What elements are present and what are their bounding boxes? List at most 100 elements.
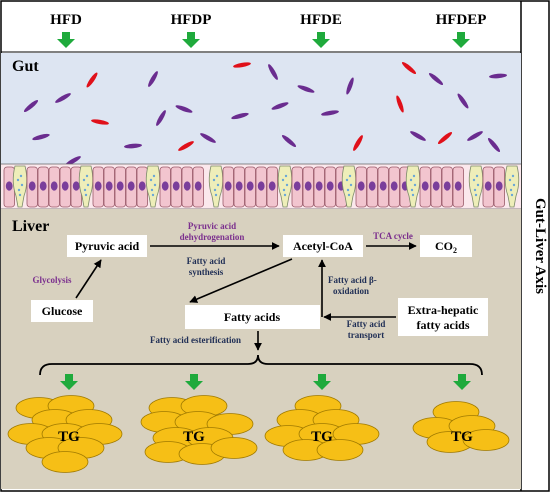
mucin-granule [152,174,156,178]
bacterium-purple [156,110,166,126]
cell-nucleus [116,181,124,191]
glucose-label: Glucose [42,304,83,318]
bacterium-purple [175,105,193,113]
mucin-granule [84,193,88,197]
goblet-cell [405,165,421,208]
mucin-granule [284,174,288,178]
mucin-granule [283,193,287,197]
beta-oxidation-line2: oxidation [333,286,369,296]
mucin-granule [474,193,478,197]
mucin-granule [410,188,414,192]
cell-nucleus [61,181,69,191]
co2-label: CO2 [435,239,457,255]
cell-nucleus [421,181,429,191]
green-arrow-down-icon [452,32,470,48]
arrow-acetyl-to-fatty-acids [189,258,293,303]
cell-nucleus [304,181,312,191]
goblet-cell [208,165,224,208]
mucin-granule [349,183,353,187]
mucin-granule [348,174,352,178]
mucin-granule [347,193,351,197]
mucin-granule [281,178,285,182]
cell-nucleus [246,181,254,191]
glycolysis-label: Glycolysis [32,275,71,285]
bacterium-red [437,131,453,145]
bacterium-purple [410,131,426,141]
bacterium-red [401,61,417,75]
cell-nucleus [484,181,492,191]
cell-nucleus [432,181,440,191]
bacterium-red [86,72,98,88]
bacterium-purple [281,134,297,148]
goblet-cell [504,165,520,208]
cell-nucleus [39,181,47,191]
extra-hepatic-box [398,298,488,336]
mucin-granule [19,174,23,178]
cell-nucleus [368,181,376,191]
mucin-granule [475,174,479,178]
process-labels: Pyruvic acid dehydrogenation TCA cycle G… [32,221,412,345]
tg-label-hfd: TG [58,429,80,445]
mucin-granule [511,174,515,178]
bacterium-red [396,95,404,113]
mucin-granule [216,183,220,187]
cell-nucleus [443,181,451,191]
axis-label: Gut-Liver Axis [532,198,548,294]
pyruvic-dehydrogenation-line2: dehydrogenation [180,232,245,242]
green-arrow-down-icon [60,374,78,390]
bacterium-purple [487,137,501,153]
bacterium-purple [148,71,158,87]
bacterium-purple [271,102,289,110]
mucin-granule [16,178,20,182]
extra-hepatic-label-line1: Extra-hepatic [408,303,479,317]
bacterium-purple [124,143,142,149]
mucin-granule [346,188,350,192]
group-label-hfdep: HFDEP [436,12,487,28]
green-arrow-down-icon [182,32,200,48]
group-label-hfd: HFD [50,12,82,28]
mucin-granule [509,188,513,192]
green-arrow-down-icon [57,32,75,48]
mucin-granule [83,188,87,192]
bacterium-purple [428,72,444,86]
mucin-granule [153,183,157,187]
bacterium-red [178,141,194,151]
liver-label: Liver [12,218,49,235]
cell-nucleus [315,181,323,191]
mucin-granule [282,188,286,192]
bacterium-purple [231,112,249,120]
goblet-cell [468,165,484,208]
pyruvic-dehydrogenation-line1: Pyruvic acid [188,221,236,231]
fatty-acids-box [185,305,320,329]
mucin-granule [476,183,480,187]
tca-cycle-label: TCA cycle [373,231,413,241]
cell-nucleus [194,181,202,191]
bacterium-purple [489,73,507,79]
goblet-cell [78,165,94,208]
beta-oxidation-line1: Fatty acid β- [328,275,377,285]
gut-bacteria [23,61,507,166]
fatty-acid-synthesis-line2: synthesis [189,267,224,277]
bacterium-purple [457,93,469,109]
pathway-arrows [75,242,417,351]
cell-nucleus [379,181,387,191]
cell-nucleus [94,181,102,191]
goblet-cell [12,165,28,208]
mucin-granule [85,174,89,178]
cell-nucleus [257,181,265,191]
mucin-granule [409,178,413,182]
mucin-granule [412,174,416,178]
co2-box [420,235,472,257]
intestinal-epithelium [1,163,521,210]
extra-hepatic-label-line2: fatty acids [417,318,470,332]
cell-nucleus [138,181,146,191]
mucin-granule [213,188,217,192]
cell-nucleus [72,181,80,191]
cell-nucleus [293,181,301,191]
mucin-granule [285,183,289,187]
mucin-granule [20,183,24,187]
fa-transport-line2: transport [348,330,385,340]
mucin-granule [17,188,21,192]
bacterium-red [233,62,251,68]
